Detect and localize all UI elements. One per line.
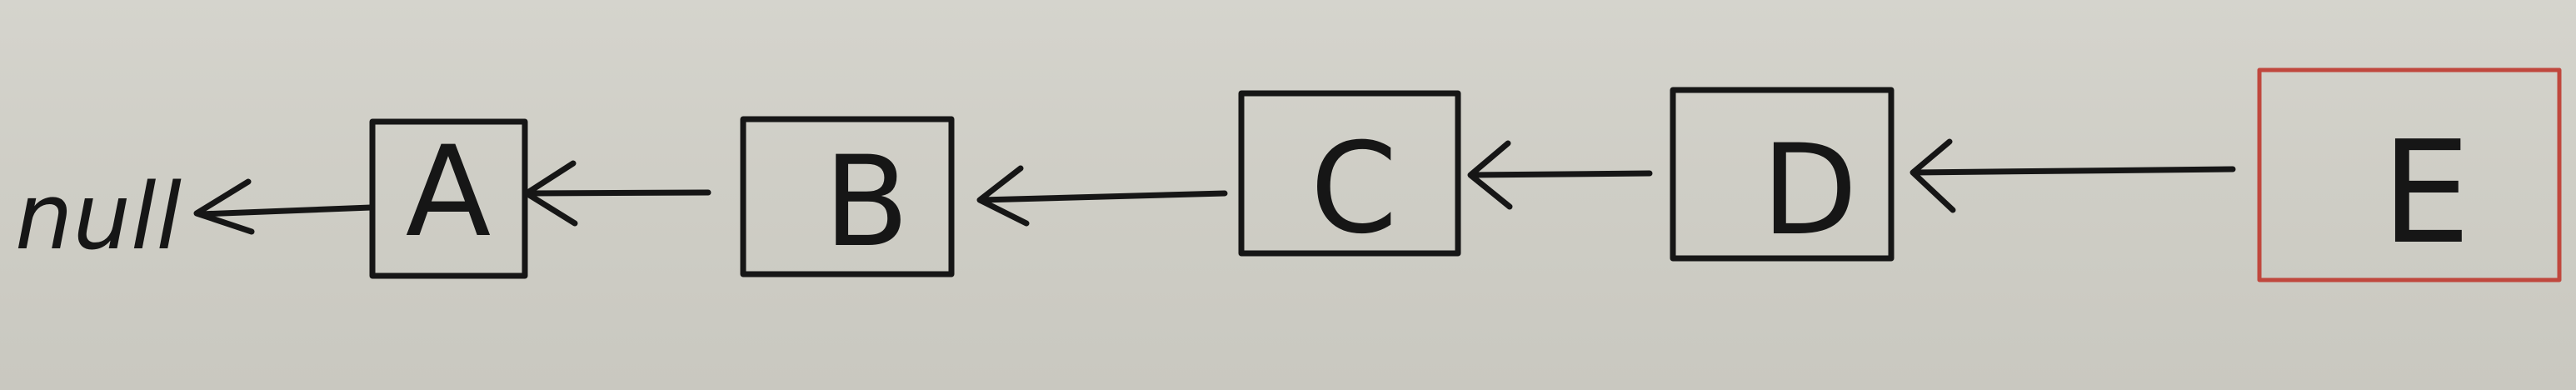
node-a: A	[369, 118, 528, 279]
node-c-label: C	[1310, 117, 1398, 262]
node-b: B	[740, 116, 955, 278]
node-d: D	[1670, 87, 1895, 263]
node-a-box	[369, 118, 528, 279]
node-d-box	[1670, 87, 1895, 262]
node-e-box	[2257, 68, 2562, 282]
node-c-box	[1238, 90, 1461, 257]
null-label: null	[15, 163, 182, 270]
arrow-a-to-null	[193, 178, 374, 235]
node-a-label: A	[406, 120, 492, 265]
node-b-label: B	[824, 130, 910, 275]
node-c: C	[1238, 90, 1461, 262]
node-e-label: E	[2381, 111, 2470, 276]
arrow-d-to-c	[1467, 140, 1653, 210]
node-e: E	[2257, 68, 2562, 282]
arrow-b-to-a	[523, 160, 711, 227]
arrow-c-to-b	[976, 165, 1228, 227]
arrow-e-to-d	[1910, 138, 2236, 213]
node-b-box	[740, 116, 955, 278]
node-d-label: D	[1761, 118, 1858, 263]
